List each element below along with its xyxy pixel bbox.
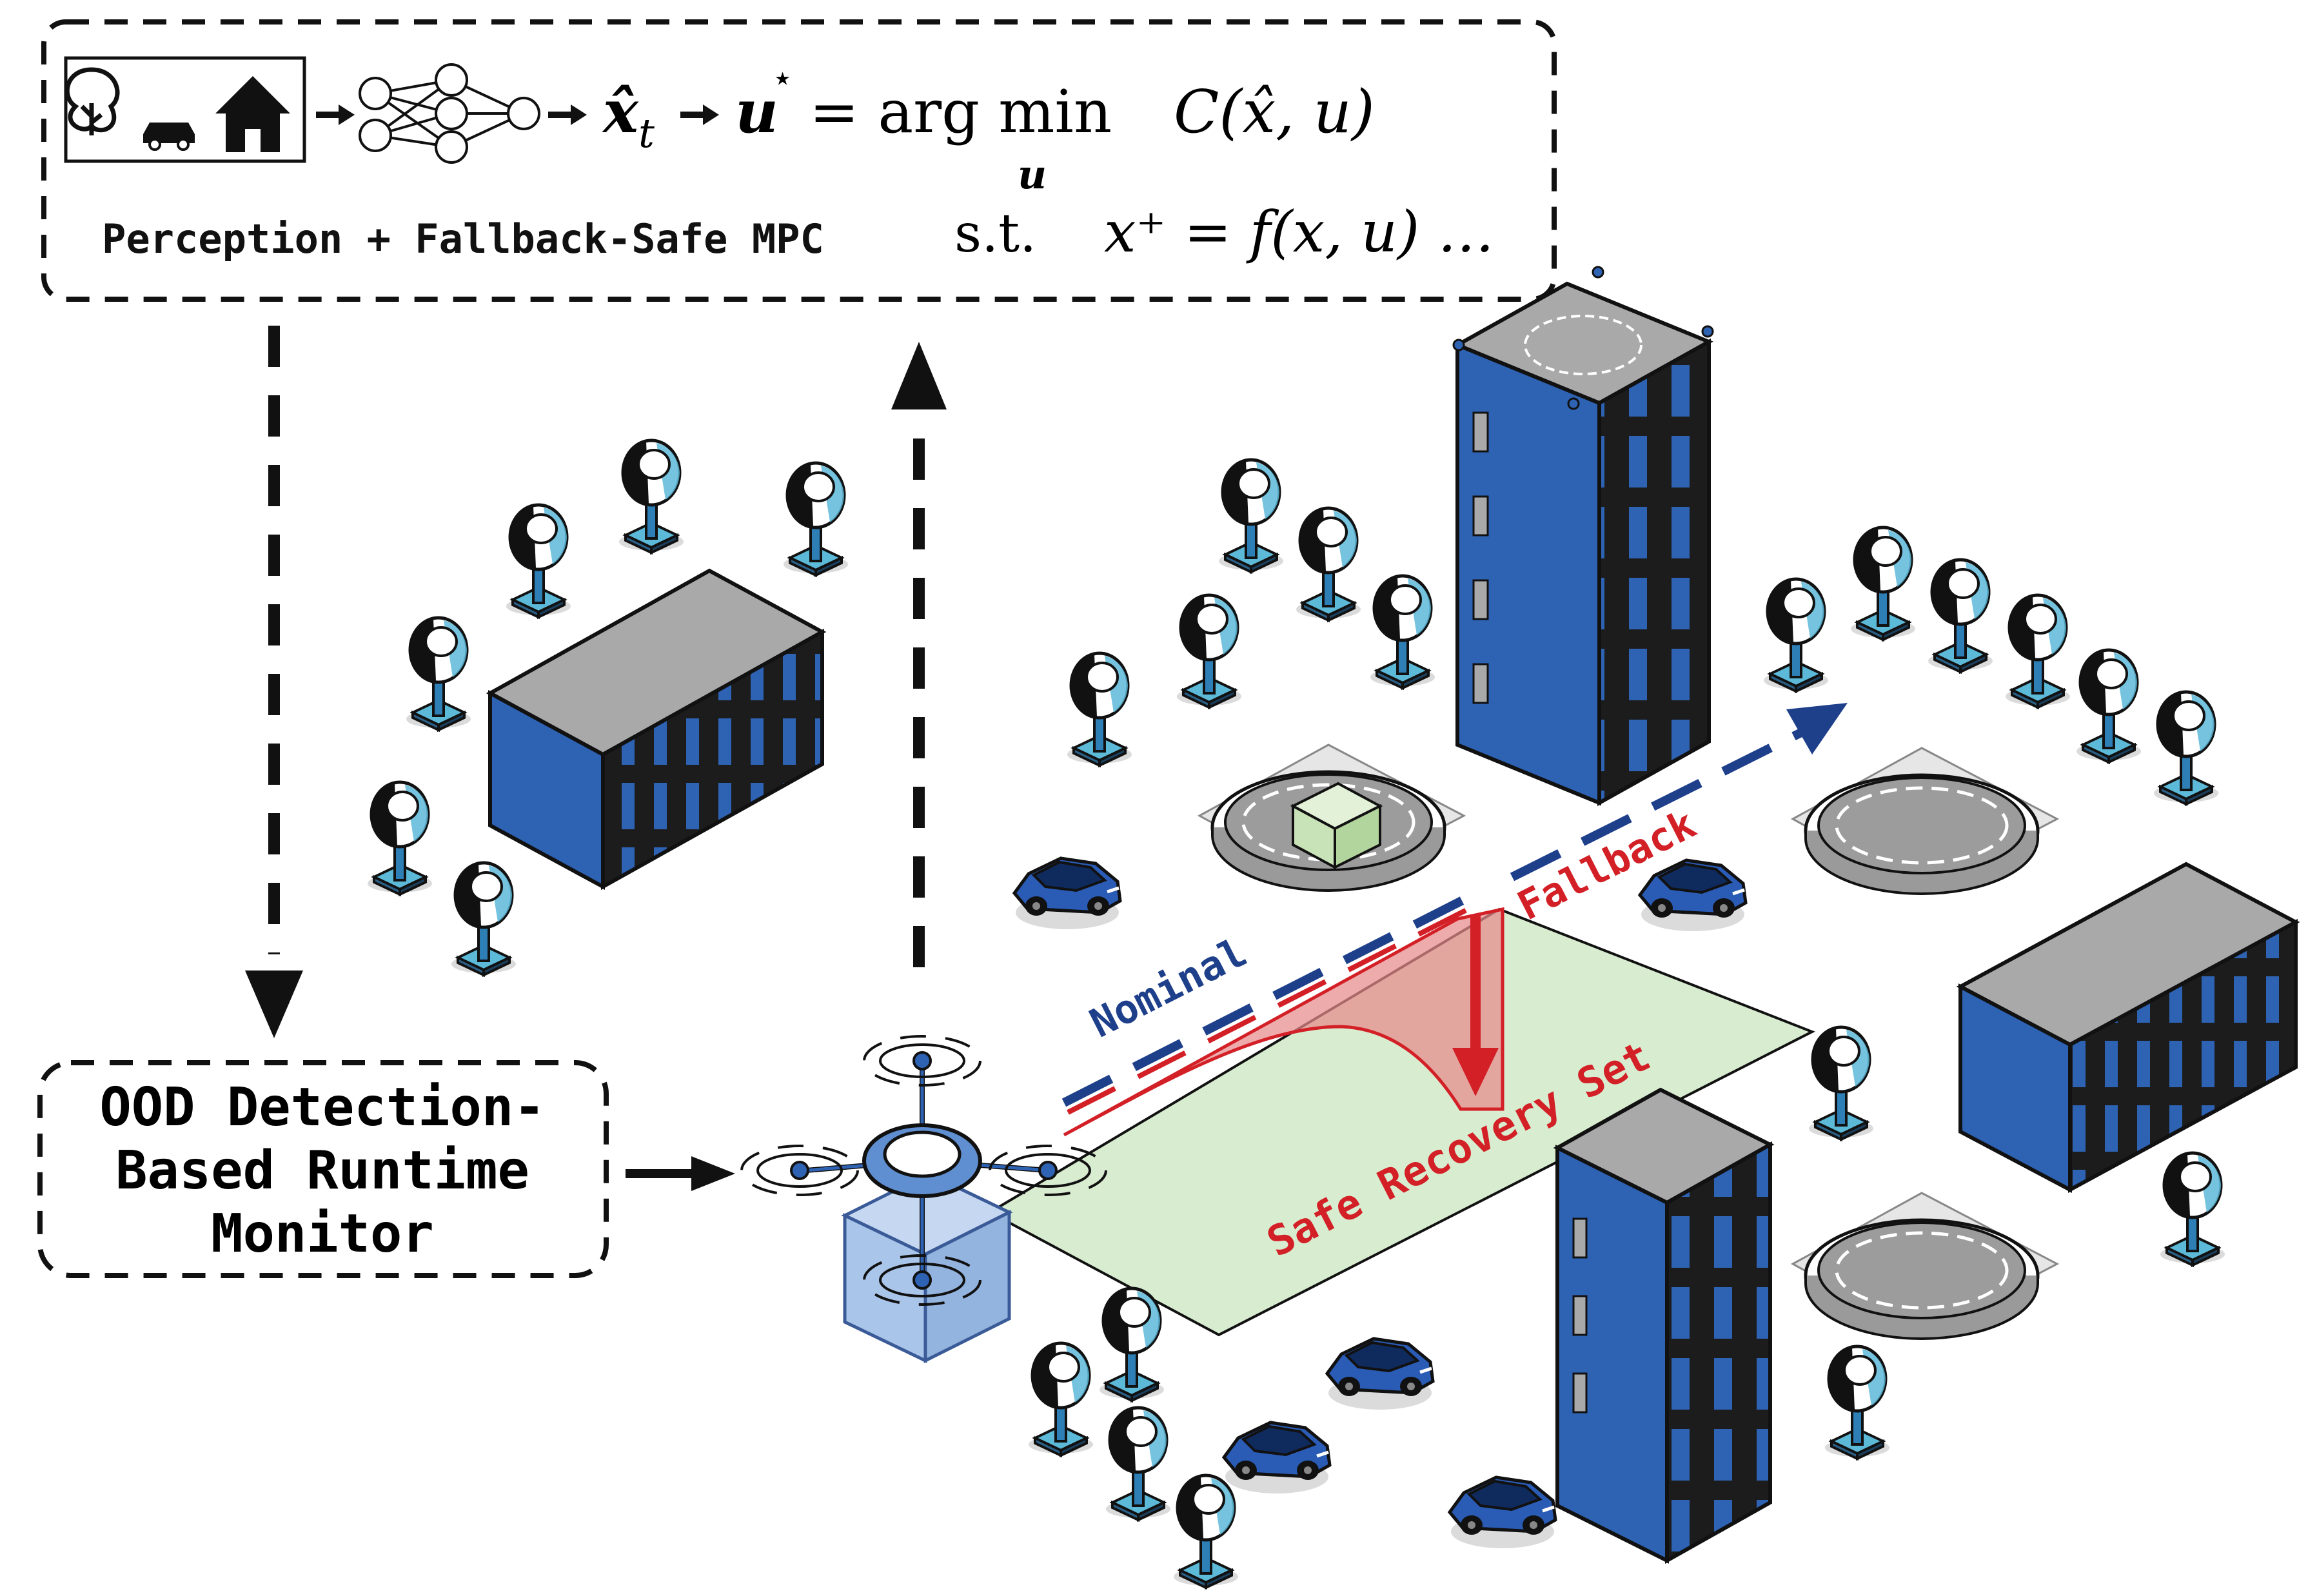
building-right — [1956, 862, 2300, 1194]
car-2 — [1640, 860, 1746, 931]
city-scene: Nominal Fallback Safe Recovery Set — [368, 266, 2300, 1588]
drone-icon — [740, 1035, 1107, 1364]
building-tall-back — [1452, 266, 1714, 807]
neural-network-icon — [359, 63, 540, 164]
objective-argmin: = arg min — [809, 77, 1112, 146]
car-5 — [1450, 1477, 1555, 1548]
state-estimate: x̂ — [602, 77, 639, 146]
fallback-reachable-region — [1063, 907, 1504, 1137]
car-4 — [1224, 1423, 1330, 1493]
flow-up-arrow — [891, 342, 947, 967]
panel-caption: Perception + Fallback-Safe MPC — [102, 215, 824, 262]
car-3 — [1327, 1339, 1433, 1410]
constraint-dynamics: x⁺ = f(x, u) … — [1104, 199, 1494, 265]
constraint-st: s.t. — [954, 203, 1036, 264]
scene-input-box — [64, 56, 306, 163]
car-1 — [1014, 858, 1120, 929]
monitor-line-3: Monitor — [211, 1203, 434, 1265]
house-icon — [215, 76, 290, 152]
package-cube — [841, 1172, 1013, 1364]
objective-control: u — [735, 77, 778, 146]
monitor-to-drone-arrow — [626, 1156, 735, 1191]
objective-star: ⋆ — [771, 57, 794, 99]
argmin-subscript: u — [1018, 151, 1047, 198]
package-box — [1290, 782, 1383, 870]
state-subscript: t — [638, 110, 655, 157]
helipad-3 — [1793, 1193, 2057, 1339]
monitor-line-1: OOD Detection- — [99, 1077, 545, 1138]
tree-icon — [64, 67, 120, 135]
helipad-2 — [1793, 748, 2057, 894]
flow-down-arrow — [245, 326, 303, 1038]
building-left — [486, 568, 827, 891]
building-tall-front — [1553, 1087, 1775, 1564]
monitor-line-2: Based Runtime — [115, 1140, 529, 1201]
fallback-trajectory — [1510, 703, 1848, 882]
runtime-monitor-box: OOD Detection- Based Runtime Monitor — [37, 1060, 609, 1278]
car-icon — [143, 123, 195, 151]
perception-mpc-panel: x̂ t u ⋆ = arg min u C(x̂, u) Perception… — [41, 19, 1557, 302]
objective-cost: C(x̂, u) — [1174, 77, 1375, 146]
